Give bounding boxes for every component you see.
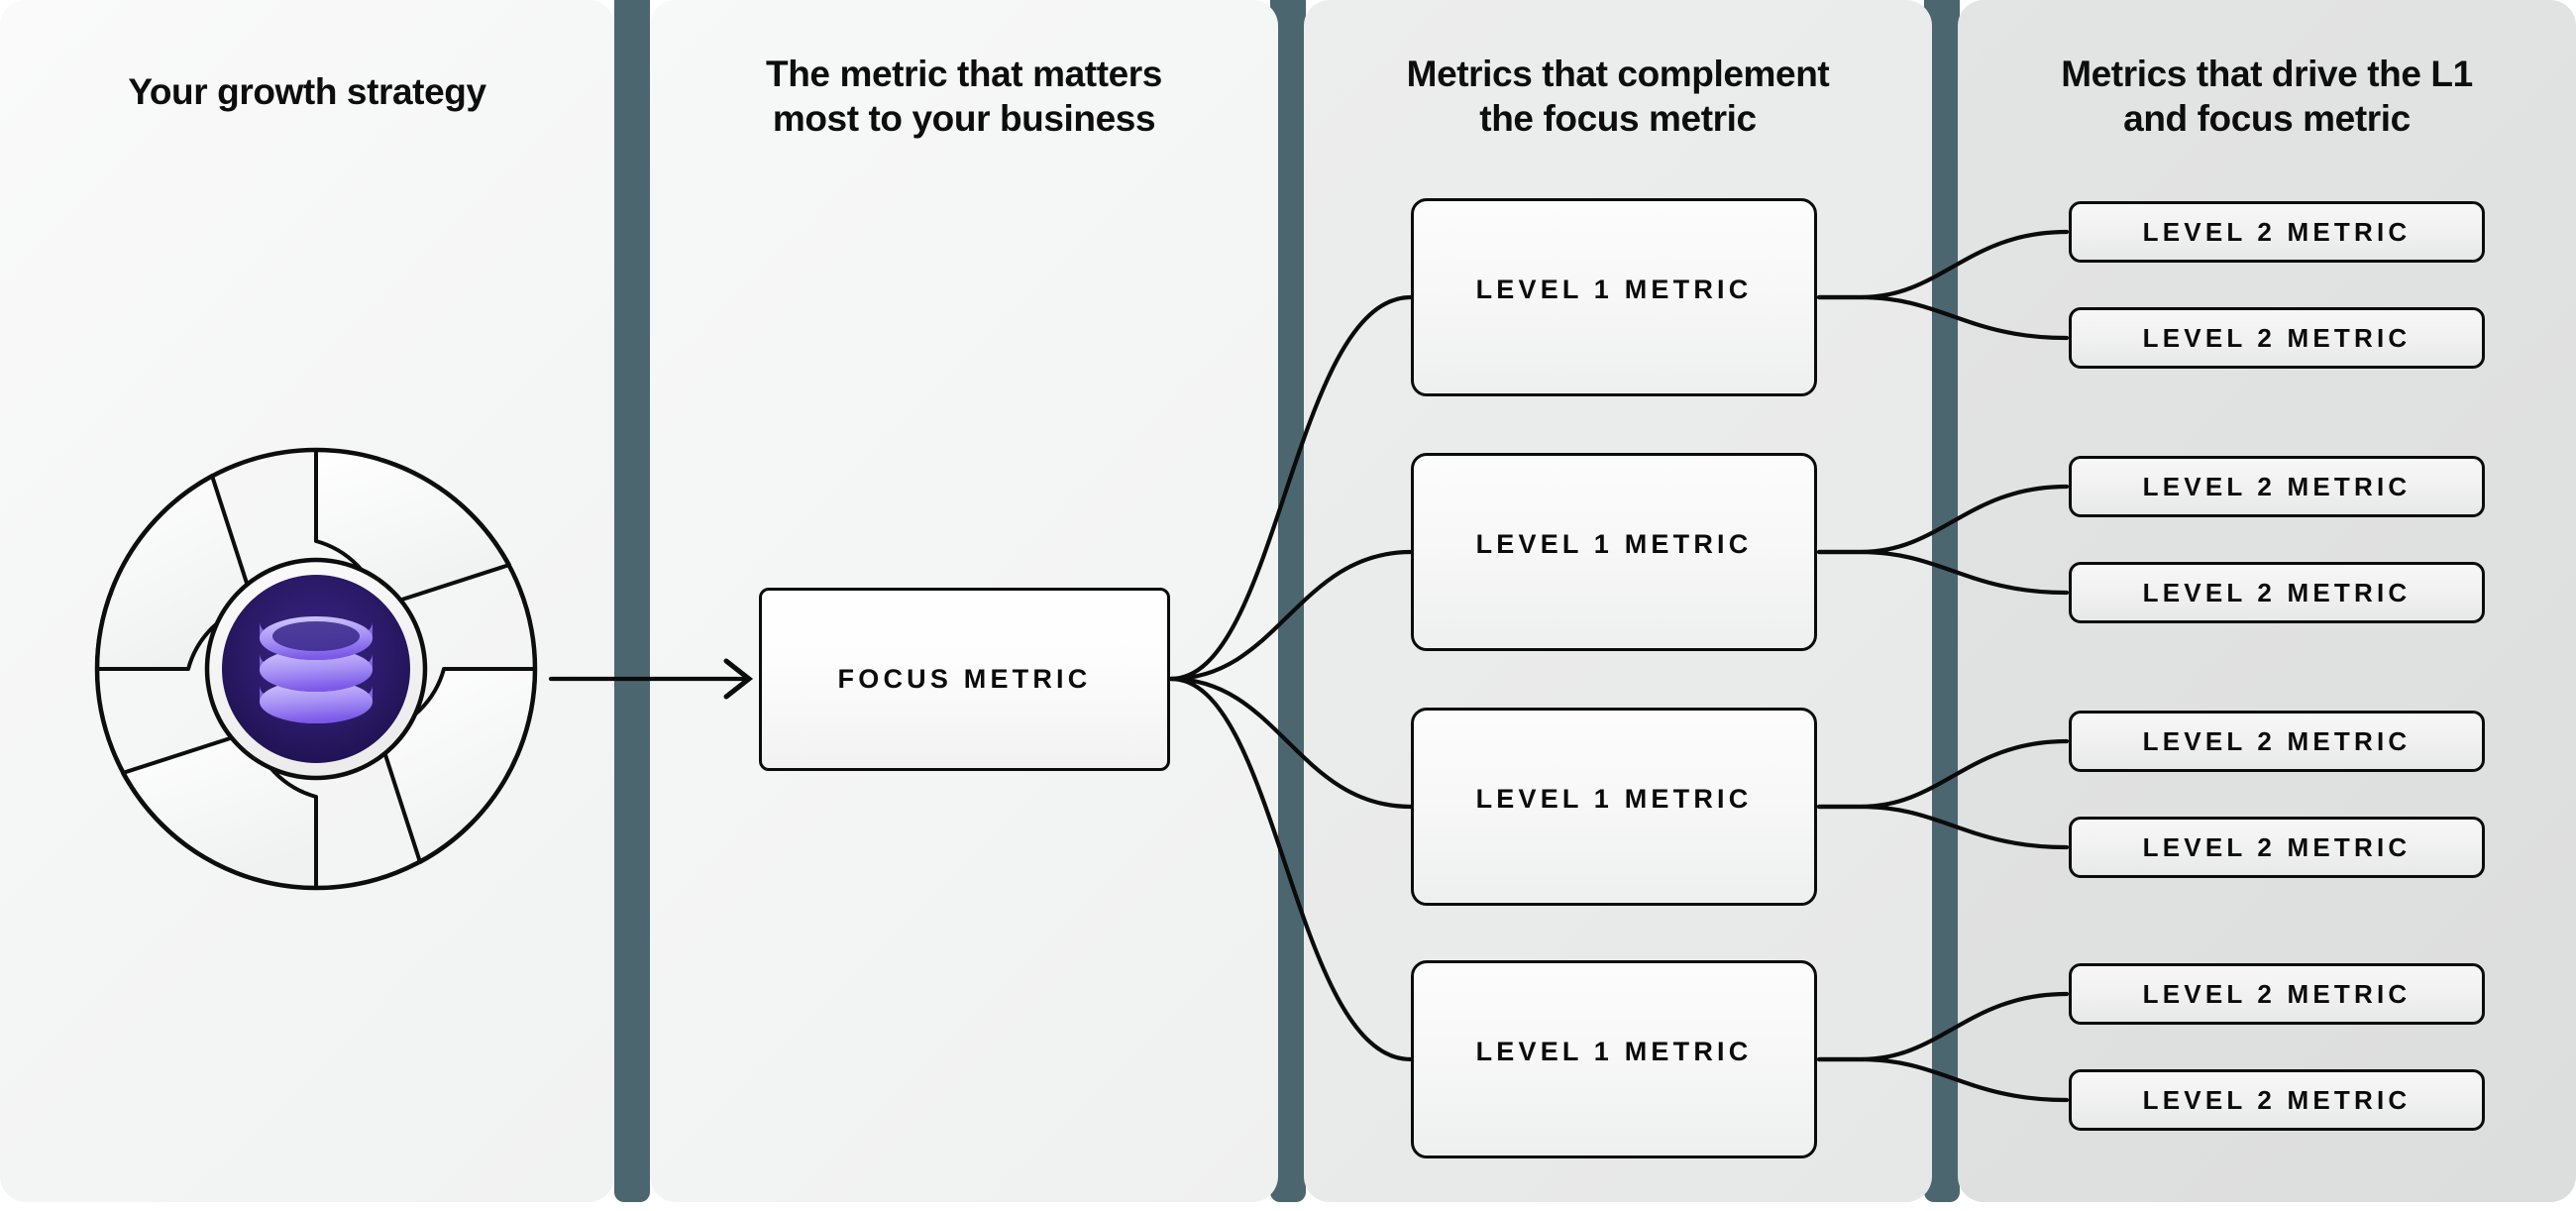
node-level2-metric-5[interactable]: LEVEL 2 METRIC <box>2069 711 2485 772</box>
column-strategy: Your growth strategy <box>0 0 614 1202</box>
node-level2-metric-8-label: LEVEL 2 METRIC <box>2142 1084 2412 1115</box>
node-focus-metric[interactable]: FOCUS METRIC <box>759 588 1170 771</box>
node-level2-metric-3-label: LEVEL 2 METRIC <box>2142 471 2412 501</box>
node-level2-metric-2-label: LEVEL 2 METRIC <box>2142 322 2412 353</box>
column-title-level1-line1: Metrics that complement <box>1406 54 1830 94</box>
node-level2-metric-6-label: LEVEL 2 METRIC <box>2142 831 2412 862</box>
column-title-level1: Metrics that complement the focus metric <box>1304 52 1932 141</box>
node-level2-metric-7-label: LEVEL 2 METRIC <box>2142 978 2412 1009</box>
node-level2-metric-4[interactable]: LEVEL 2 METRIC <box>2069 562 2485 623</box>
logo-outer-ring <box>94 447 538 891</box>
node-level2-metric-3[interactable]: LEVEL 2 METRIC <box>2069 456 2485 517</box>
column-title-level2-line2: and focus metric <box>2123 98 2411 140</box>
node-level2-metric-6[interactable]: LEVEL 2 METRIC <box>2069 817 2485 878</box>
node-level2-metric-5-label: LEVEL 2 METRIC <box>2142 725 2412 756</box>
node-level1-metric-4[interactable]: LEVEL 1 METRIC <box>1411 960 1817 1158</box>
column-title-focus-line1: The metric that matters <box>766 54 1162 94</box>
node-level1-metric-2-label: LEVEL 1 METRIC <box>1475 528 1753 559</box>
node-level1-metric-4-label: LEVEL 1 METRIC <box>1475 1036 1753 1066</box>
pinwheel-petals <box>94 447 538 891</box>
database-icon <box>260 616 373 723</box>
column-title-level1-line2: the focus metric <box>1479 98 1757 140</box>
node-level2-metric-1[interactable]: LEVEL 2 METRIC <box>2069 201 2485 263</box>
node-level2-metric-1-label: LEVEL 2 METRIC <box>2142 216 2412 247</box>
column-title-level2-line1: Metrics that drive the L1 <box>2061 54 2473 94</box>
column-title-focus-line2: most to your business <box>772 98 1156 140</box>
node-level1-metric-1[interactable]: LEVEL 1 METRIC <box>1411 198 1817 396</box>
column-title-level2: Metrics that drive the L1 and focus metr… <box>1958 52 2576 141</box>
node-focus-metric-label: FOCUS METRIC <box>837 664 1092 694</box>
node-level1-metric-3[interactable]: LEVEL 1 METRIC <box>1411 708 1817 906</box>
node-level1-metric-2[interactable]: LEVEL 1 METRIC <box>1411 453 1817 651</box>
node-level2-metric-4-label: LEVEL 2 METRIC <box>2142 577 2412 607</box>
node-level2-metric-7[interactable]: LEVEL 2 METRIC <box>2069 963 2485 1025</box>
node-level2-metric-2[interactable]: LEVEL 2 METRIC <box>2069 307 2485 369</box>
node-level1-metric-1-label: LEVEL 1 METRIC <box>1475 274 1753 304</box>
column-title-strategy: Your growth strategy <box>128 71 486 112</box>
growth-strategy-mark <box>94 447 538 891</box>
node-level2-metric-8[interactable]: LEVEL 2 METRIC <box>2069 1069 2485 1131</box>
node-level1-metric-3-label: LEVEL 1 METRIC <box>1475 783 1753 814</box>
column-title-focus: The metric that matters most to your bus… <box>650 52 1278 141</box>
column-separator-1 <box>614 0 650 1202</box>
